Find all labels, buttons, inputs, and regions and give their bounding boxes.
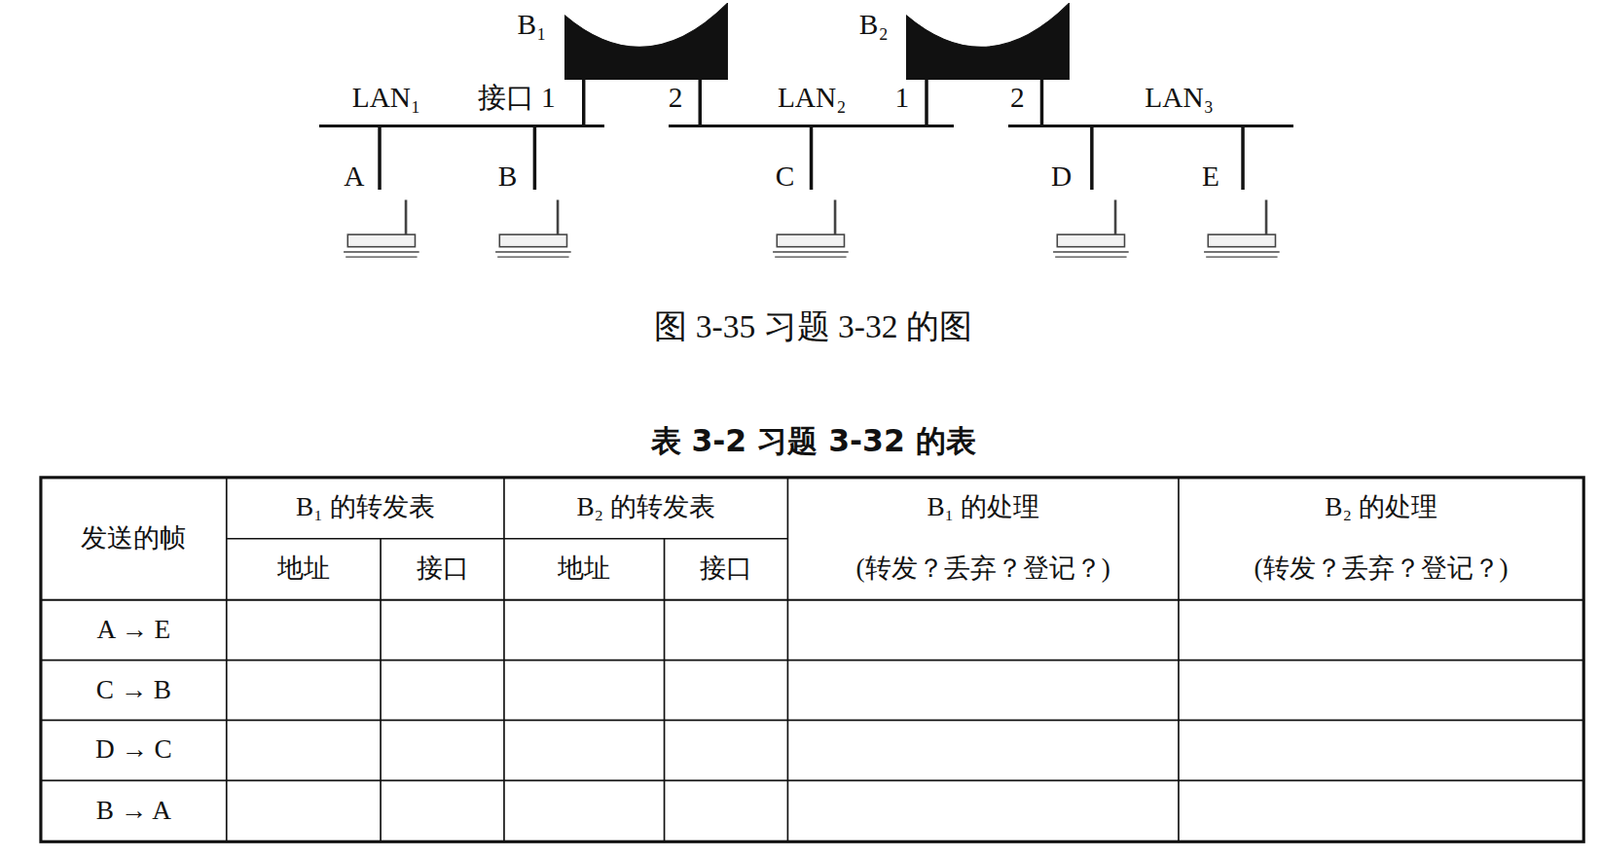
host-node: B <box>493 189 576 268</box>
wire <box>1240 126 1245 190</box>
icon-stem <box>1114 199 1118 235</box>
host-node: D <box>1051 189 1133 268</box>
lan-segment: LAN₁ <box>319 81 605 128</box>
table-title: 表 3-2 习题 3-32 的表 <box>651 423 977 459</box>
icon-stem <box>404 199 408 235</box>
icon-underline <box>498 256 570 258</box>
table-rule <box>663 539 666 842</box>
wire <box>1090 126 1094 190</box>
wire <box>581 79 586 127</box>
table-cell: B₂ 的转发表 <box>576 492 716 523</box>
computer-icon <box>1051 189 1133 268</box>
interface-number: 接口 1 <box>477 81 556 115</box>
computer-icon <box>341 189 424 268</box>
icon-underline <box>774 256 846 258</box>
host-node: A <box>341 189 424 268</box>
lan-label: LAN₁ <box>352 81 422 113</box>
bridge-symbol <box>564 2 728 80</box>
wire <box>377 126 382 190</box>
interface-number: 2 <box>1010 81 1025 115</box>
computer-icon <box>493 189 576 268</box>
bridge-body <box>564 2 728 80</box>
lan-segment: LAN₃ <box>1008 81 1295 128</box>
computer-icon <box>770 189 853 268</box>
icon-base <box>348 234 416 248</box>
icon-base <box>500 234 568 248</box>
table-cell: (转发？丢弃？登记？) <box>856 553 1111 584</box>
wire <box>924 79 929 127</box>
icon-underline <box>1053 251 1129 254</box>
table-rule <box>40 780 1584 783</box>
icon-underline <box>343 251 420 254</box>
table-cell: 接口 <box>416 553 470 584</box>
table-cell: D → C <box>95 734 173 765</box>
table-cell: 发送的帧 <box>80 523 186 554</box>
table-rule <box>503 477 506 842</box>
table-cell: B₁ 的处理 <box>926 492 1040 523</box>
lan-segment: LAN₂ <box>668 81 955 128</box>
icon-stem <box>1265 199 1269 235</box>
host-node: E <box>1201 189 1284 268</box>
wire <box>1040 79 1045 127</box>
interface-number: 1 <box>895 81 910 115</box>
interface-number: 2 <box>668 81 684 115</box>
icon-underline <box>345 256 417 258</box>
table-cell: B → A <box>96 796 172 827</box>
table-rule <box>1177 477 1180 842</box>
icon-underline <box>772 251 849 254</box>
icon-stem <box>556 199 560 235</box>
bridge-symbol <box>906 2 1070 80</box>
figure-caption: 图 3-35 习题 3-32 的图 <box>654 308 973 347</box>
wire <box>698 79 703 127</box>
table-cell: (转发？丢弃？登记？) <box>1254 553 1509 584</box>
wire <box>533 126 538 190</box>
host-label: A <box>343 160 364 192</box>
bridge-label: B₁ <box>517 8 547 40</box>
table-cell: B₂ 的处理 <box>1324 492 1438 523</box>
host-label: B <box>498 160 518 192</box>
table-rule <box>40 720 1584 723</box>
table-border <box>40 477 1584 842</box>
icon-underline <box>1205 256 1277 258</box>
icon-underline <box>1203 251 1280 254</box>
table-cell: A → E <box>96 615 171 646</box>
host-label: D <box>1051 160 1072 192</box>
bridge-node: B₂ <box>906 2 1070 80</box>
table-cell: 接口 <box>699 553 753 584</box>
wire <box>809 126 814 190</box>
computer-icon <box>1201 189 1284 268</box>
lan-label: LAN₃ <box>1144 81 1214 113</box>
bridge-body <box>906 2 1070 80</box>
host-label: C <box>775 160 796 192</box>
table-cell: 地址 <box>277 553 330 584</box>
bridge-label: B₂ <box>859 8 889 40</box>
icon-base <box>776 234 844 248</box>
host-label: E <box>1201 160 1220 192</box>
table-rule <box>226 538 789 541</box>
icon-base <box>1056 234 1125 248</box>
table-cell: C → B <box>96 675 172 706</box>
icon-stem <box>833 199 837 235</box>
table-rule <box>40 659 1584 662</box>
icon-underline <box>496 251 573 254</box>
table-rule <box>787 477 790 842</box>
icon-underline <box>1054 256 1127 258</box>
table-rule <box>40 599 1584 602</box>
host-node: C <box>770 189 853 268</box>
icon-base <box>1207 234 1275 248</box>
table-rule <box>225 477 228 842</box>
table-cell: 地址 <box>557 553 611 584</box>
lan-label: LAN₂ <box>777 81 847 113</box>
bridge-node: B₁ <box>564 2 728 80</box>
table-cell: B₁ 的转发表 <box>295 492 436 523</box>
table-rule <box>379 539 382 842</box>
